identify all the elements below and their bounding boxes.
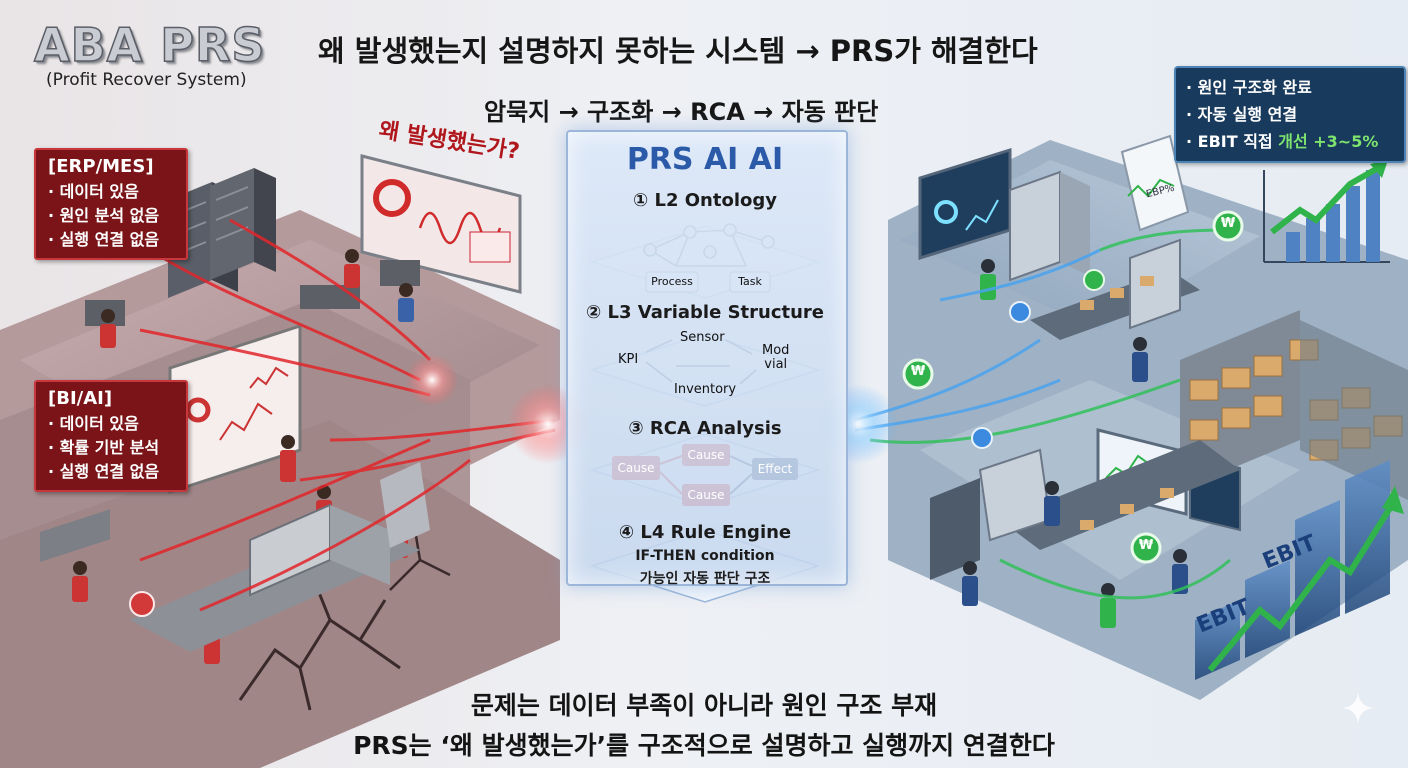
node-mod-vial: Mod vial <box>762 344 789 372</box>
growth-chart-top <box>1263 160 1390 263</box>
conclusion-line-2: PRS는 ‘왜 발생했는가’를 구조적으로 설명하고 실행까지 연결한다 <box>353 731 1055 760</box>
bi-ai-title: [BI/AI] <box>48 388 113 409</box>
rca-cause-upper: Cause <box>687 448 725 462</box>
rca-cause-primary: Cause <box>617 461 655 475</box>
ebit-prefix: · EBIT 직접 <box>1186 132 1279 151</box>
erp-mes-panel: [ERP/MES] · 데이터 있음 · 원인 분석 없음 · 실행 연결 없음 <box>34 148 188 260</box>
bi-ai-panel: [BI/AI] · 데이터 있음 · 확률 기반 분석 · 실행 연결 없음 <box>34 380 188 492</box>
bi-line-3: · 실행 연결 없음 <box>48 462 160 481</box>
l4-line-2: 가능인 자동 판단 구조 <box>639 571 771 587</box>
results-panel: · 원인 구조화 완료 · 자동 실행 연결 · EBIT 직접 개선 +3~5… <box>1174 66 1406 163</box>
result-line-3: · EBIT 직접 개선 +3~5% <box>1186 128 1394 155</box>
erp-line-1: · 데이터 있음 <box>48 182 139 201</box>
right-factory <box>129 134 1408 700</box>
rca-cause-lower: Cause <box>687 488 725 502</box>
conclusion-line-1: 문제는 데이터 부족이 아니라 원인 구조 부재 <box>470 691 938 720</box>
erp-line-2: · 원인 분석 없음 <box>48 206 160 225</box>
node-inventory: Inventory <box>674 382 737 397</box>
sparkle-icon <box>1342 692 1374 724</box>
rca-analysis-title: ③ RCA Analysis <box>628 418 782 439</box>
won-coin-icon: ₩ <box>910 364 926 379</box>
bi-line-2: · 확률 기반 분석 <box>48 438 160 457</box>
node-task: Task <box>738 275 762 288</box>
right-workers <box>962 259 1188 628</box>
prs-ai-tower <box>566 130 848 586</box>
node-mod-line: Mod <box>762 343 790 358</box>
won-coin-icon: ₩ <box>1138 538 1154 553</box>
result-line-1: · 원인 구조화 완료 <box>1186 78 1312 97</box>
logo: ABA PRS <box>33 17 266 73</box>
l3-variable-title: ② L3 Variable Structure <box>585 302 825 323</box>
process-flow: 암묵지 → 구조화 → RCA → 자동 판단 <box>484 98 879 126</box>
logo-subtitle: (Profit Recover System) <box>46 70 247 90</box>
node-vial-line: vial <box>764 357 788 372</box>
rca-effect: Effect <box>757 462 793 476</box>
ebit-improvement: 개선 +3~5% <box>1278 132 1379 151</box>
l2-ontology-title: ① L2 Ontology <box>632 190 777 211</box>
node-kpi: KPI <box>618 352 639 367</box>
l4-line-1: IF-THEN condition <box>635 548 775 564</box>
ebit-growth-chart <box>1195 460 1404 680</box>
node-process: Process <box>651 275 693 288</box>
page-title: 왜 발생했는지 설명하지 못하는 시스템 → PRS가 해결한다 <box>318 34 1038 68</box>
erp-mes-title: [ERP/MES] <box>48 156 154 177</box>
bi-line-1: · 데이터 있음 <box>48 414 139 433</box>
erp-line-3: · 실행 연결 없음 <box>48 230 160 249</box>
node-sensor: Sensor <box>680 330 725 345</box>
won-coin-icon: ₩ <box>1220 216 1236 231</box>
l4-rule-engine-title: ④ L4 Rule Engine <box>618 522 792 543</box>
tower-title: PRS AI AI <box>626 142 784 177</box>
result-line-2: · 자동 실행 연결 <box>1186 105 1298 124</box>
currency-coins <box>129 210 1244 617</box>
